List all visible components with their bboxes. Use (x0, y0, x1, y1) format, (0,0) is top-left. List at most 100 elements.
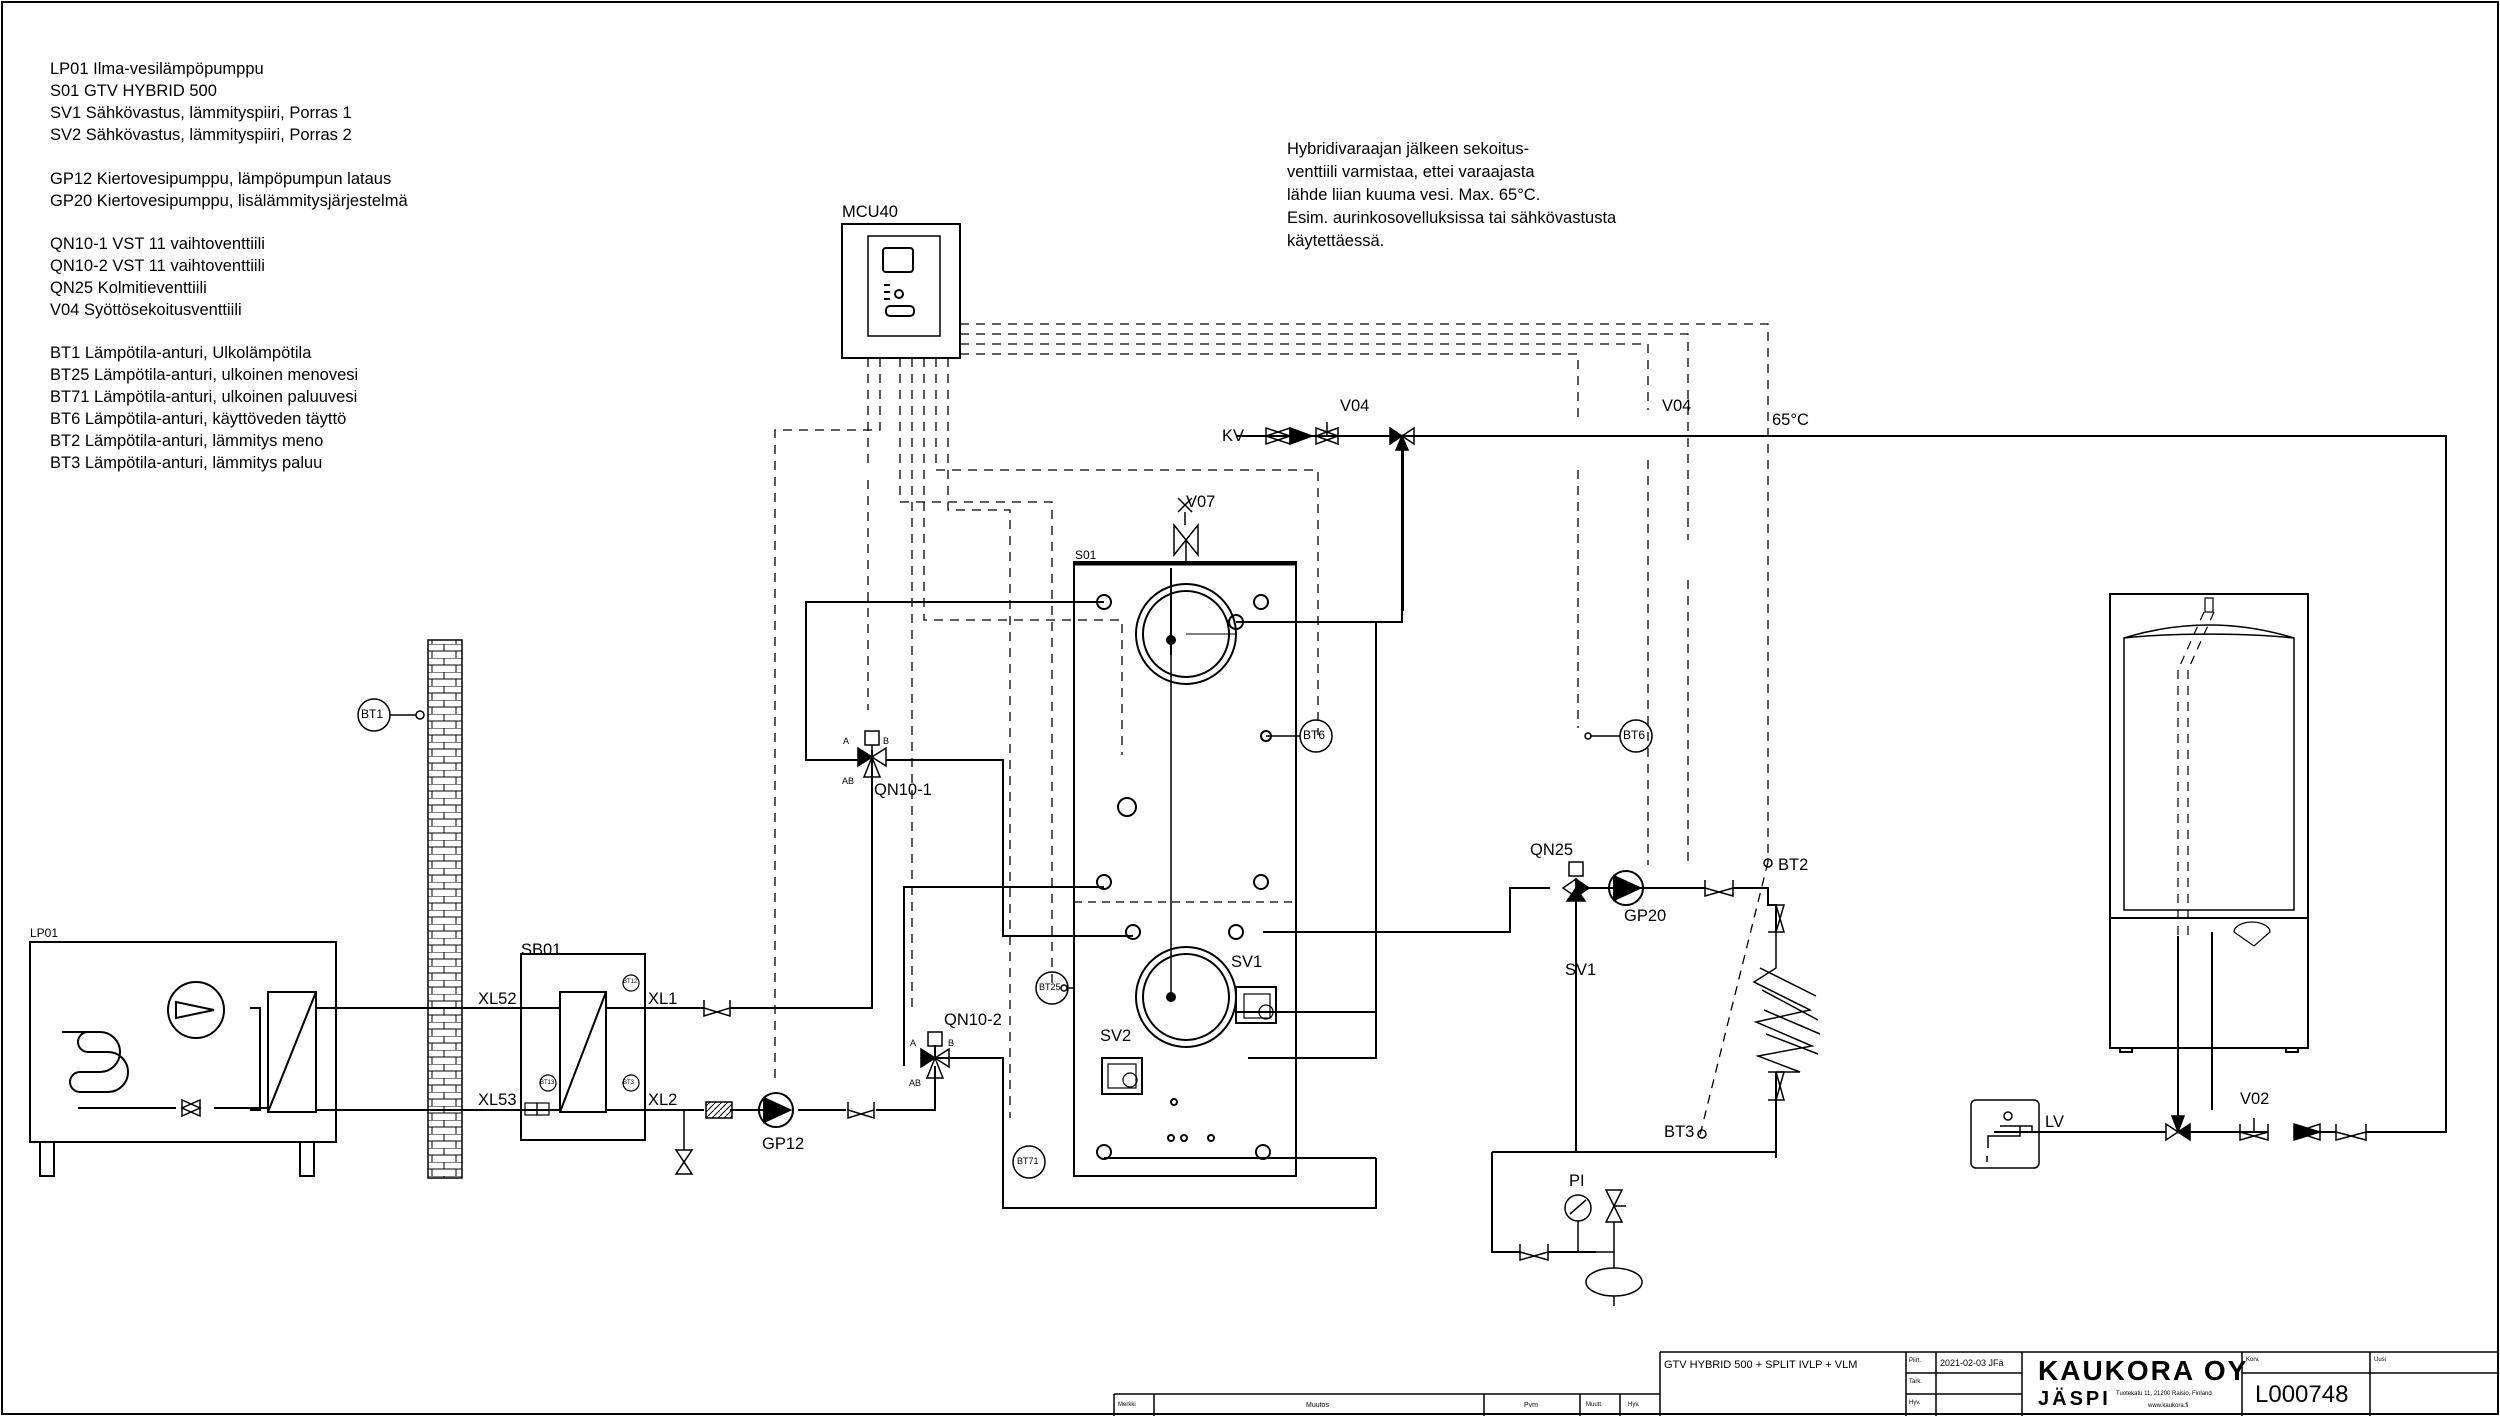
label-xl2: XL2 (648, 1091, 678, 1109)
label-v04-right: V04 (1662, 397, 1692, 415)
heating-coil (1752, 932, 1821, 1073)
label-port-a2: A (910, 1038, 917, 1048)
lp01-outdoor-unit (29, 941, 337, 1177)
note-line: Hybridivaraajan jälkeen sekoitus- (1287, 140, 1530, 158)
qn10-1-valve (857, 730, 887, 778)
muutt-header: Muutt. (1586, 1402, 1603, 1408)
qn25-valve (1561, 861, 1591, 902)
legend-item: SV1 Sähkövastus, lämmityspiiri, Porras 1 (50, 104, 352, 122)
qn10-2-valve (920, 1031, 950, 1079)
brick-wall (427, 639, 463, 1179)
legend-item: BT2 Lämpötila-anturi, lämmitys meno (50, 432, 324, 450)
label-v07: V07 (1186, 493, 1216, 511)
company-logo: KAUKORA OY (2038, 1355, 2249, 1386)
label-bt1: BT1 (361, 707, 384, 721)
piirt-value: 2021-02-03 JFä (1940, 1358, 2004, 1368)
label-port-ab1: AB (842, 776, 855, 786)
legend-item: S01 GTV HYBRID 500 (50, 82, 217, 100)
company-web: www.kaukora.fi (2148, 1403, 2189, 1409)
label-sv2: SV2 (1100, 1027, 1132, 1045)
legend-item: BT6 Lämpötila-anturi, käyttöveden täyttö (50, 410, 347, 428)
label-bt6-right: BT6 (1623, 728, 1646, 742)
label-bt25: BT25 (1039, 982, 1061, 992)
label-65c: 65°C (1772, 411, 1809, 429)
legend-item: BT1 Lämpötila-anturi, Ulkolämpötila (50, 344, 312, 362)
legend-item: BT71 Lämpötila-anturi, ulkoinen paluuves… (50, 388, 358, 406)
label-port-a1: A (843, 736, 850, 746)
label-port-b2: B (948, 1038, 955, 1048)
label-bt12: BT12 (623, 979, 638, 985)
note-line: venttiili varmistaa, ettei varaajasta (1287, 163, 1535, 181)
label-gp20: GP20 (1624, 907, 1667, 925)
mixing-note: Hybridivaraajan jälkeen sekoitus- ventti… (1287, 138, 1616, 253)
label-sb01: SB01 (521, 941, 562, 959)
label-port-b1: B (883, 736, 890, 746)
document-number: L000748 (2255, 1381, 2349, 1408)
pvm-header: Pvm (1524, 1402, 1538, 1409)
label-bt13: BT13 (540, 1080, 555, 1086)
label-v04-left: V04 (1340, 397, 1370, 415)
gp12-pump (758, 1092, 794, 1128)
v04-branch (1378, 435, 1403, 622)
label-sv1-line: SV1 (1565, 961, 1597, 979)
hyv2-header: Hyv. (1628, 1402, 1640, 1408)
piirt-label: Piirt. (1909, 1358, 1921, 1364)
label-qn10-2: QN10-2 (944, 1011, 1002, 1029)
v04-valves (1263, 422, 1415, 451)
legend-item: QN10-1 VST 11 vaihtoventtiili (50, 235, 265, 253)
faucet-icon (1970, 1099, 2040, 1169)
legend-item: SV2 Sähkövastus, lämmityspiiri, Porras 2 (50, 126, 352, 144)
label-xl53: XL53 (478, 1091, 517, 1109)
label-mcu40: MCU40 (842, 203, 898, 221)
label-kv: KV (1222, 427, 1245, 445)
note-line: Esim. aurinkosovelluksissa tai sähkövast… (1287, 209, 1617, 227)
temperature-sensors (357, 698, 1773, 1179)
drawing-title: GTV HYBRID 500 + SPLIT IVLP + VLM (1664, 1359, 1858, 1371)
brand-logo: JÄSPI (2038, 1388, 2111, 1410)
company-address: Tuotekatu 11, 21200 Raisio, Finland (2116, 1391, 2212, 1397)
legend-item: BT25 Lämpötila-anturi, ulkoinen menovesi (50, 366, 359, 384)
label-s01: S01 (1075, 548, 1097, 562)
component-legend: LP01 Ilma-vesilämpöpumppu S01 GTV HYBRID… (50, 58, 408, 474)
label-port-ab2: AB (909, 1078, 922, 1088)
legend-item: V04 Syöttösekoitusventtiili (50, 301, 242, 319)
label-lp01: LP01 (30, 926, 59, 940)
legend-item: GP20 Kiertovesipumppu, lisälämmitysjärje… (50, 192, 408, 210)
label-bt3: BT3 (1664, 1123, 1695, 1141)
note-line: lähde liian kuuma vesi. Max. 65°C. (1287, 186, 1541, 204)
label-pi: PI (1569, 1172, 1585, 1190)
legend-item: QN10-2 VST 11 vaihtoventtiili (50, 257, 265, 275)
control-wiring (774, 323, 1769, 1118)
s01-tank (1073, 561, 1297, 1177)
label-xl52: XL52 (478, 990, 517, 1008)
korv-label: Korv. (2246, 1357, 2260, 1363)
v07-vent (1173, 497, 1199, 562)
gp20-pump (1608, 870, 1644, 906)
expansion-group (1564, 1189, 1643, 1306)
label-qn10-1: QN10-1 (874, 781, 932, 799)
lp01-check-valve (180, 1098, 202, 1118)
label-bt3-sb: BT3 (623, 1080, 635, 1086)
pipes (316, 435, 2447, 1253)
muutos-header: Muutos (1306, 1402, 1329, 1409)
legend-item: BT3 Lämpötila-anturi, lämmitys paluu (50, 454, 323, 472)
legend-item: LP01 Ilma-vesilämpöpumppu (50, 60, 264, 78)
dhw-heater (2109, 593, 2309, 1110)
tark-label: Tark. (1909, 1379, 1923, 1385)
hyv-label: Hyv. (1909, 1400, 1921, 1406)
label-lv: LV (2045, 1113, 2064, 1131)
uusi-label: Uusi (2374, 1357, 2387, 1363)
label-sv1-tank: SV1 (1231, 953, 1263, 971)
label-qn25: QN25 (1530, 841, 1574, 859)
label-bt2: BT2 (1778, 856, 1809, 874)
strainer (705, 1101, 733, 1119)
label-gp12: GP12 (762, 1135, 805, 1153)
title-block (1113, 1351, 2498, 1416)
mcu40-controller (841, 223, 961, 359)
label-v02: V02 (2240, 1090, 2270, 1108)
label-xl1: XL1 (648, 990, 678, 1008)
control-wiring-diagonal (1699, 861, 1769, 1136)
label-bt71: BT71 (1017, 1156, 1039, 1166)
